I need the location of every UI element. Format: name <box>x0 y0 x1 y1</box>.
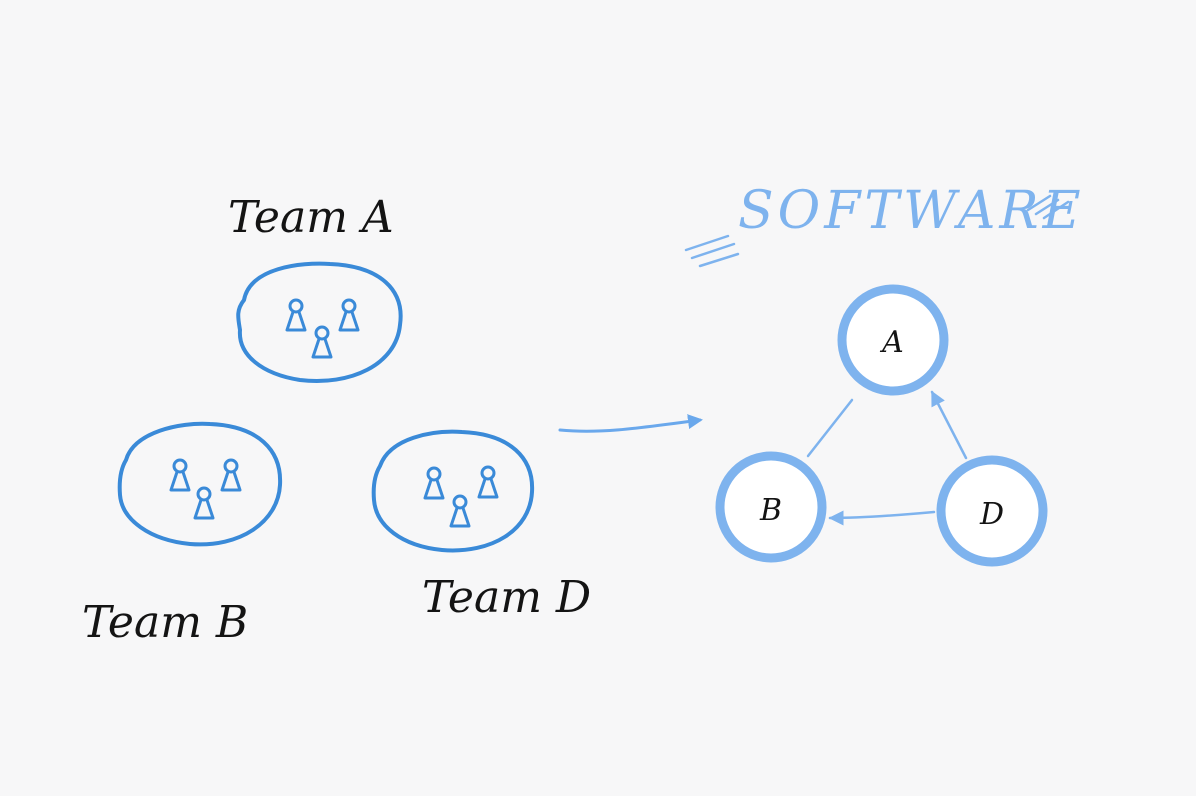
team-b-label: Team B <box>82 597 248 648</box>
person-icon <box>449 494 471 528</box>
node-d-label: D <box>979 497 1004 532</box>
edge-b-a <box>806 398 854 458</box>
team-b-blob <box>117 421 283 547</box>
person-icon <box>169 458 191 492</box>
edge-d-b <box>828 510 936 526</box>
title-flourish-right <box>1026 194 1070 220</box>
team-d-blob <box>371 429 535 553</box>
node-a-label: A <box>879 325 904 360</box>
team-b-group: Team B <box>82 421 283 648</box>
node-a: A <box>837 284 949 396</box>
person-icon <box>220 458 242 492</box>
team-b-members <box>169 458 242 520</box>
team-a-label: Team A <box>228 192 394 243</box>
node-b-label: B <box>759 493 782 528</box>
team-a-members <box>285 298 360 359</box>
team-d-group: Team D <box>371 429 591 623</box>
team-d-label: Team D <box>422 572 591 623</box>
software-title: SOFTWARE <box>738 181 1085 241</box>
team-a-group: Team A <box>228 192 403 383</box>
software-group: SOFTWARE A B D <box>684 181 1085 567</box>
person-icon <box>338 298 360 332</box>
person-icon <box>193 486 215 520</box>
person-icon <box>285 298 307 332</box>
node-d: D <box>936 455 1048 567</box>
title-flourish-left <box>684 234 740 268</box>
team-d-members <box>423 465 499 528</box>
person-icon <box>477 465 499 499</box>
team-a-blob <box>236 261 403 383</box>
person-icon <box>311 325 333 359</box>
node-b: B <box>715 451 827 563</box>
person-icon <box>423 466 445 500</box>
transition-arrow <box>558 414 703 433</box>
edge-d-a <box>930 390 968 460</box>
